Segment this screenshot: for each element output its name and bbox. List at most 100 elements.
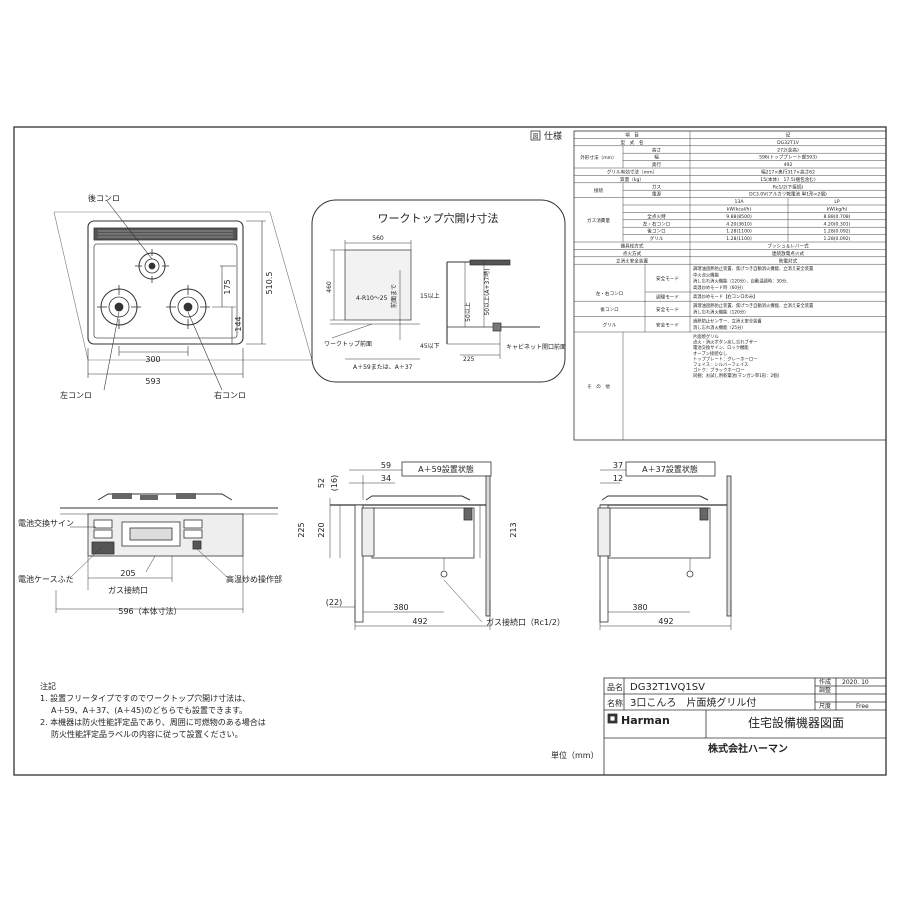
burner-feature: 中火点火機能	[693, 271, 719, 278]
note-line: A＋59、A＋37、(A＋45)のどちらでも設置できます。	[51, 705, 247, 715]
burner-label: グリル	[603, 321, 617, 328]
other-label: そ の 他	[587, 383, 610, 390]
spec-value: 熱電対式	[779, 257, 798, 264]
gas-unit2: kW(kg/h)	[827, 207, 848, 213]
dim-22: (22)	[326, 598, 342, 607]
burner-feature: 調理油過熱防止装置、焦げつき自動消火機能、立消え安全装置	[693, 302, 814, 309]
gas-value-13a: 9.88(8500)	[726, 214, 752, 220]
other-line: オーブン接続なし	[693, 350, 727, 357]
dim-12: 12	[613, 474, 623, 483]
cutout-rect	[344, 249, 412, 321]
worktop-note: A＋59または、A＋37	[353, 364, 413, 371]
a59-title: A＋59設置状態	[418, 464, 474, 474]
burner-mode: 調理モード	[656, 294, 679, 301]
spec-sub-label: ガス	[652, 183, 662, 190]
dim-380-a37: 380	[632, 603, 647, 612]
gas-label: ガス消費量	[587, 217, 610, 224]
gas-col1: 13A	[735, 199, 745, 205]
dim-220-side: 220	[317, 522, 326, 537]
spec-sub-label: 高さ	[652, 146, 661, 153]
dim-560: 560	[372, 235, 384, 242]
battery-cover-label: 電池ケースふた	[18, 574, 74, 584]
burner-mode: 安全モード	[656, 306, 679, 313]
burner-feature: 高温炒めモード【右コンロのみ】	[693, 293, 757, 300]
note-line: 1. 設置フリータイプですのでワークトップ穴開け寸法は、	[40, 693, 250, 703]
burner-feature: 消し忘れ消火機能（120分）	[693, 308, 748, 315]
dim-510-5: 510.5	[265, 272, 274, 295]
company-name: 株式会社ハーマン	[708, 742, 788, 755]
top-view	[53, 200, 313, 391]
spec-value: DC3.0V(アルカリ乾電池 単1形×2個)	[749, 191, 827, 198]
right-burner-label: 右コンロ	[214, 390, 246, 400]
dim-52: 52	[317, 478, 326, 488]
gas-value-lp: 1.28(0.092)	[824, 236, 851, 242]
other-line: 片面焼グリル	[693, 333, 719, 340]
dim-213: 213	[509, 522, 518, 537]
spec-row-label: 点火方式	[623, 250, 642, 257]
dim-225-side: 225	[297, 522, 306, 537]
drawing-frame	[13, 126, 887, 776]
note-line: 2. 本機器は防火性能評定品であり、周囲に可燃物のある場合は	[40, 717, 266, 727]
svg-text:図: 図	[532, 133, 538, 140]
created-value: 2020. 10	[842, 679, 869, 686]
other-line: フェイス：シルバーフェイス	[693, 362, 748, 368]
burner-mode: 安全モード	[656, 321, 679, 328]
gas-value-lp: 1.28(0.092)	[824, 229, 851, 235]
notes-title: 注記	[40, 681, 56, 691]
right-burner-icon	[166, 285, 210, 329]
dim-45: 45以下	[420, 343, 440, 350]
gas-row-label: 後コンロ	[647, 228, 665, 235]
burner-label: 後コンロ	[600, 306, 618, 313]
spec-label-box	[530, 130, 541, 141]
spec-table-border	[573, 130, 887, 441]
burner-feature: 調理油過熱防止装置、焦げつき自動消火機能、立消え安全装置	[693, 265, 814, 272]
spec-row-label: 接続	[594, 187, 604, 194]
unit-label: 単位（mm）	[551, 750, 599, 760]
dim-16: (16)	[330, 475, 339, 491]
spec-value: DG32T1V	[777, 140, 800, 146]
other-line: 同梱：お試し用乾電池(マンガン単1形：2個)	[693, 372, 779, 379]
gas-value-13a: 1.28(1100)	[726, 236, 752, 242]
check-label: 調整	[819, 686, 831, 694]
spec-row-label: 立消え安全装置	[616, 257, 649, 264]
spec-value: 幅217×奥行317×高さ62	[761, 169, 815, 176]
worktop-title: ワークトップ穴開け寸法	[378, 211, 499, 225]
name-value: 3口こんろ 片面焼グリル付	[630, 696, 756, 709]
spec-header-item: 項 目	[625, 133, 639, 139]
dim-34: 34	[381, 474, 391, 483]
spec-row-label: 外形寸法（mm）	[580, 154, 617, 161]
spec-header-content: 記	[786, 132, 791, 139]
spec-row-label: グリル有効寸法（mm）	[607, 169, 657, 176]
gas-unit1: kW(kcal/h)	[727, 207, 752, 213]
radius-label: 4-R10～25	[356, 295, 388, 302]
spec-value: 272(全高)	[777, 146, 799, 153]
dim-205: 205	[120, 569, 135, 578]
burner-label: 左・右コンロ	[596, 290, 624, 297]
gas-value-lp: 8.88(0.708)	[824, 214, 851, 220]
spec-sub-label: 幅	[654, 154, 659, 161]
spec-row-label: 器具栓方式	[621, 243, 644, 250]
drawing-title: 住宅設備機器図面	[748, 715, 844, 730]
scale-label: 尺度	[819, 702, 831, 710]
name-label: 名称	[607, 698, 623, 708]
notes: 注記 1. 設置フリータイプですのでワークトップ穴開け寸法は、 A＋59、A＋3…	[40, 681, 266, 739]
burner-feature: 過熱防止センサー、立消え安全装置	[693, 318, 762, 325]
dim-175: 175	[223, 279, 232, 294]
dim-300: 300	[145, 355, 160, 364]
dim-37: 37	[613, 461, 623, 470]
dim-593: 593	[145, 377, 160, 386]
dim-460: 460	[326, 281, 333, 293]
product-label: 品名	[607, 682, 623, 692]
product-value: DG32T1VQ1SV	[630, 682, 705, 693]
dim-59: 59	[381, 461, 391, 470]
brand-logo: Harman	[621, 714, 670, 727]
other-line: 点火・消火ボタン戻し忘れブザー	[693, 339, 757, 346]
scale-value: Free	[856, 703, 869, 710]
spec-value: 492	[784, 162, 793, 168]
other-line: 電池交換サイン、ロック機能	[693, 344, 749, 351]
note-line: 防火性能評定品ラベルの内容に従って設置ください。	[51, 729, 243, 739]
spec-value: 連続放電点火式	[772, 250, 805, 257]
gas-row-label: 全点火時	[647, 213, 666, 220]
